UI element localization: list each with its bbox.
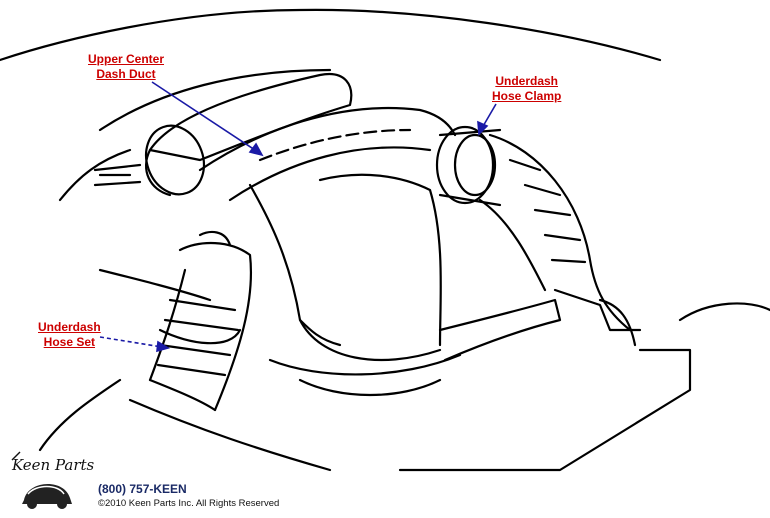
dash-top-edge — [0, 8, 662, 62]
label-upper-center-dash-duct[interactable]: Upper Center Dash Duct — [88, 52, 164, 82]
label-underdash-hose-clamp[interactable]: Underdash Hose Clamp — [492, 74, 561, 104]
label-line-2: Dash Duct — [96, 67, 156, 81]
label-underdash-hose-set[interactable]: Underdash Hose Set — [38, 320, 101, 350]
arrowhead-hose-set — [156, 340, 171, 353]
label-line-1: Underdash — [38, 320, 101, 334]
label-line-1: Underdash — [495, 74, 559, 88]
leader-hose-set — [99, 336, 163, 348]
svg-text:Keen Parts: Keen Parts — [11, 456, 95, 474]
copyright-notice: ©2010 Keen Parts Inc. All Rights Reserve… — [98, 498, 280, 509]
contact-phone[interactable]: (800) 757-KEEN — [98, 482, 187, 496]
keen-parts-logo: Keen Parts — [11, 451, 95, 509]
arrowhead-upper-duct — [248, 142, 264, 157]
label-line-1: Upper Center — [88, 52, 165, 66]
label-line-2: Hose Clamp — [492, 89, 562, 103]
arrowhead-hose-clamp — [477, 120, 489, 136]
label-line-2: Hose Set — [43, 335, 96, 349]
leader-upper-duct — [151, 81, 259, 153]
